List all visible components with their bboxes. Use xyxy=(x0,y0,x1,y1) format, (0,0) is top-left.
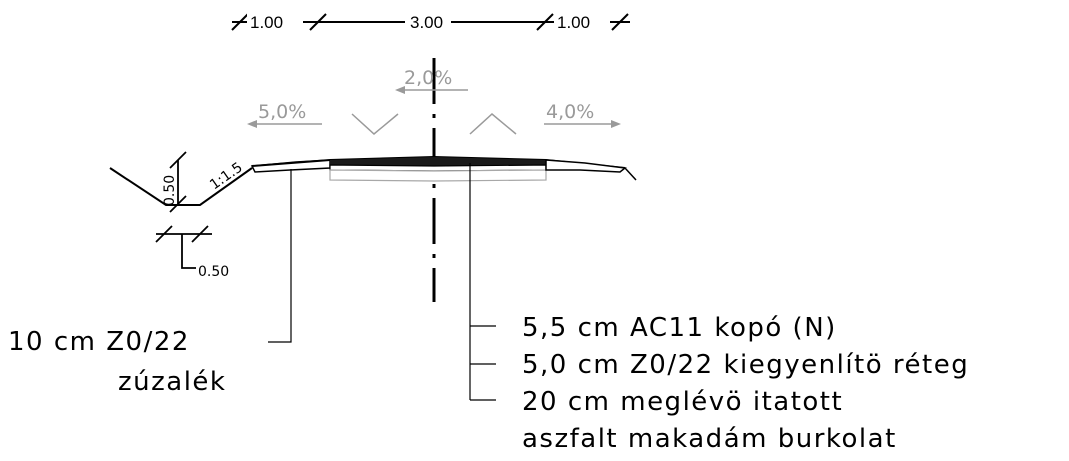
wearing-course xyxy=(330,157,546,166)
legend-left-line2: zúzalék xyxy=(118,367,226,397)
dim-center-width: 3.00 xyxy=(410,13,443,32)
dim-left-width: 1.00 xyxy=(250,13,283,32)
slope-left-label: 5,0% xyxy=(258,101,306,123)
embankment-ratio-label: 1:1.5 xyxy=(207,160,246,194)
slope-right-arrow-icon xyxy=(611,120,621,128)
slope-right-label: 4,0% xyxy=(546,101,594,123)
slope-annotations: 2,0% 5,0% 4,0% xyxy=(247,67,621,135)
slope-center-arrow-icon xyxy=(395,86,405,94)
crossfall-right-symbol xyxy=(469,113,517,135)
ditch-depth-label: 0.50 xyxy=(162,175,178,206)
road-cross-section xyxy=(109,155,637,206)
legend-right-line2: 5,0 cm Z0/22 kiegyenlítö réteg xyxy=(522,350,969,380)
legend-right-line4: aszfalt makadám burkolat xyxy=(522,424,897,454)
slope-center-label: 2,0% xyxy=(404,67,452,89)
crossfall-left-symbol xyxy=(351,113,399,135)
right-shoulder-gravel xyxy=(545,159,627,173)
legend-right-line3: 20 cm meglévö itatott xyxy=(522,387,843,417)
ditch-profile xyxy=(109,167,253,206)
ditch-dimensions xyxy=(155,151,212,269)
ditch-bottom-label: 0.50 xyxy=(198,264,229,280)
legend-left-line1: 10 cm Z0/22 xyxy=(8,327,190,357)
leader-lines xyxy=(268,163,496,401)
existing-macadam xyxy=(329,169,547,182)
dim-right-width: 1.00 xyxy=(557,13,590,32)
slope-left-arrow-icon xyxy=(247,120,257,128)
legend-right-line1: 5,5 cm AC11 kopó (N) xyxy=(522,313,837,343)
